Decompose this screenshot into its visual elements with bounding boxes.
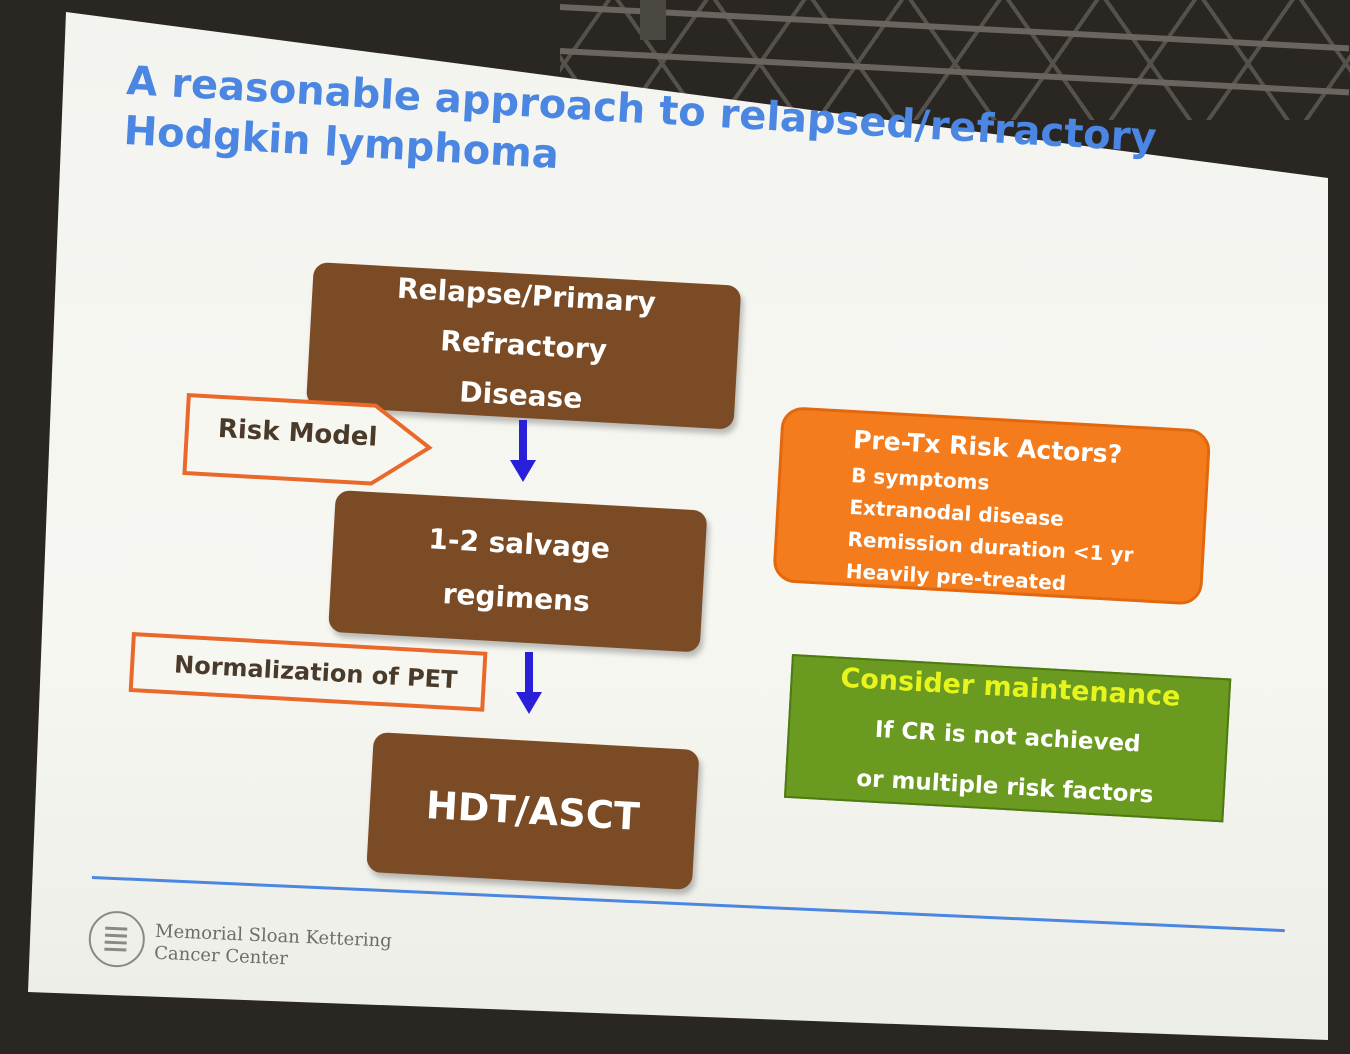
salvage-line-1: 1-2 salvage [427, 522, 611, 566]
hdt-asct-label: HDT/ASCT [424, 783, 641, 839]
relapse-line-2: Disease [458, 375, 584, 416]
hdt-asct-box: HDT/ASCT [366, 732, 700, 890]
truss-post [640, 0, 666, 40]
logo-text: Memorial Sloan Kettering Cancer Center [154, 921, 392, 975]
down-arrow-2 [516, 652, 542, 714]
salvage-box: 1-2 salvage regimens [328, 490, 708, 653]
risk-factors-box: Pre-Tx Risk Actors? B symptoms Extranoda… [772, 406, 1212, 606]
pet-label: Normalization of PET [173, 650, 459, 695]
msk-logo: Memorial Sloan Kettering Cancer Center [87, 910, 410, 993]
salvage-line-2: regimens [441, 577, 591, 619]
maintenance-box: Consider maintenance If CR is not achiev… [783, 654, 1232, 823]
down-arrow-1 [510, 420, 536, 482]
risk-model-callout: Risk Model [181, 392, 435, 490]
pentagon-outline [182, 393, 433, 486]
msk-emblem-icon [87, 910, 146, 969]
